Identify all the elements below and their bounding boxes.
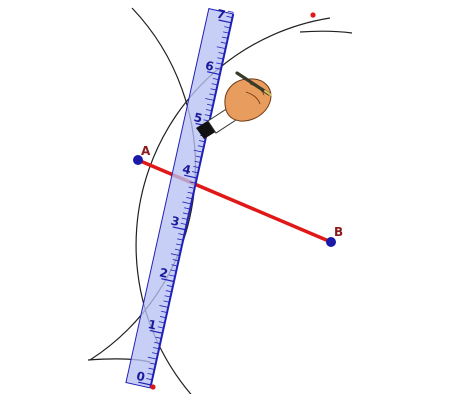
point-b[interactable]: B [326,225,343,247]
ruler-number: 6 [204,58,215,73]
ruler[interactable]: 0 1 2 3 4 5 6 7 [125,5,235,389]
ruler-tick [178,233,185,236]
ruler-tick [218,52,225,55]
ruler-number: 4 [181,162,192,177]
ruler-tick [181,217,188,220]
ruler-tick [226,15,233,19]
ruler-measuring-edge [149,13,235,389]
ruler-tick [182,201,192,205]
ruler-number: 0 [135,369,146,384]
ruler-tick [215,67,222,70]
ruler-body[interactable] [125,8,234,389]
ruler-tick [221,36,228,39]
hand-palm [224,78,272,122]
ruler-tick [172,226,186,231]
ruler-tick [207,71,220,76]
point-a-label: A [141,144,151,158]
ruler-tick [192,171,199,174]
ruler-tick [159,316,166,319]
ruler-tick [180,222,187,225]
ruler-tick [161,278,175,283]
ruler-tick [151,352,158,355]
point-a[interactable]: A [133,144,151,165]
ruler-number: 1 [147,317,158,332]
ruler-tick [216,46,226,50]
ruler-tick [155,336,162,339]
hand-with-pencil-icon[interactable] [196,71,272,139]
ruler-tick [195,155,202,158]
ruler-tick [193,149,203,153]
point-a-marker[interactable] [133,155,143,165]
compass-arc-top-tail [299,30,353,34]
ruler-tick [166,284,173,288]
ruler-tick [184,174,198,179]
ruler-tick [218,19,232,24]
ruler-tick [170,269,177,272]
pencil-mark-bottom [150,384,156,390]
ruler-number: 5 [193,110,204,125]
ruler-tick [210,88,217,91]
ruler-tick [170,253,180,257]
segment-ab [137,158,332,244]
point-b-marker[interactable] [326,237,336,247]
ruler-number: 3 [170,214,181,229]
ruler-tick [147,356,157,360]
ruler-tick [223,31,230,34]
ruler-tick [227,10,234,13]
ruler-ticks [138,10,235,389]
pencil-mark-top [310,12,316,18]
pencil-shaft [235,71,271,96]
ruler-tick [188,186,195,189]
ruler-tick [205,98,215,101]
ruler-number: 7 [215,7,226,22]
ruler-tick [149,329,163,334]
pencil-tip [264,90,272,96]
point-b-label: B [334,225,343,239]
ruler-tick [189,181,196,184]
ruler-tick [147,372,154,376]
ruler-tick [159,305,169,308]
ruler-tick [138,381,152,386]
ruler-numbers: 0 1 2 3 4 5 6 7 [135,7,226,385]
ruler-tick [211,83,218,86]
ruler-tick [148,367,155,370]
ruler-tick [163,300,170,303]
ruler-tick [158,321,165,324]
ruler-tick [207,103,214,106]
ruler-number: 2 [158,265,169,280]
